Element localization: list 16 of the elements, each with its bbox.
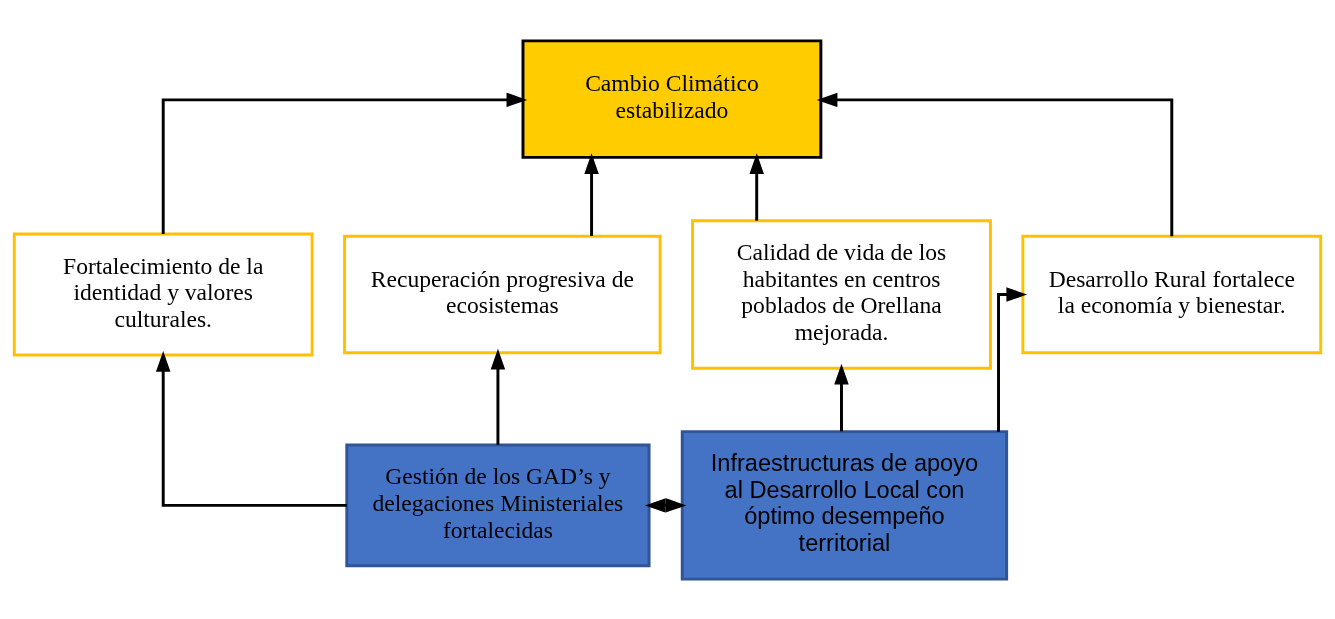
arrow	[816, 92, 1174, 236]
node-box: Infraestructuras de apoyo al Desarrollo Local con óptimo desempeño territorial	[680, 429, 1009, 581]
arrow	[584, 152, 599, 236]
arrow	[644, 497, 687, 513]
node-box: Fortalecimiento de la identidad y valores culturales.	[12, 232, 314, 356]
arrow	[161, 92, 528, 234]
arrow	[490, 348, 506, 445]
arrow	[749, 152, 764, 221]
node-box: Gestión de los GAD’s y delegaciones Ministeriales fortalecidas	[345, 442, 651, 567]
node-box: Calidad de vida de los habitantes en centros poblados de Orellana mejorada.	[691, 218, 992, 370]
arrow	[834, 363, 849, 431]
node-box: Recuperación progresiva de ecosistemas	[343, 234, 662, 354]
node-box: Cambio Climático estabilizado	[521, 38, 823, 159]
node-box: Desarrollo Rural fortalece la economía y bienestar.	[1021, 234, 1323, 354]
arrow	[997, 286, 1028, 432]
arrow	[155, 350, 347, 507]
